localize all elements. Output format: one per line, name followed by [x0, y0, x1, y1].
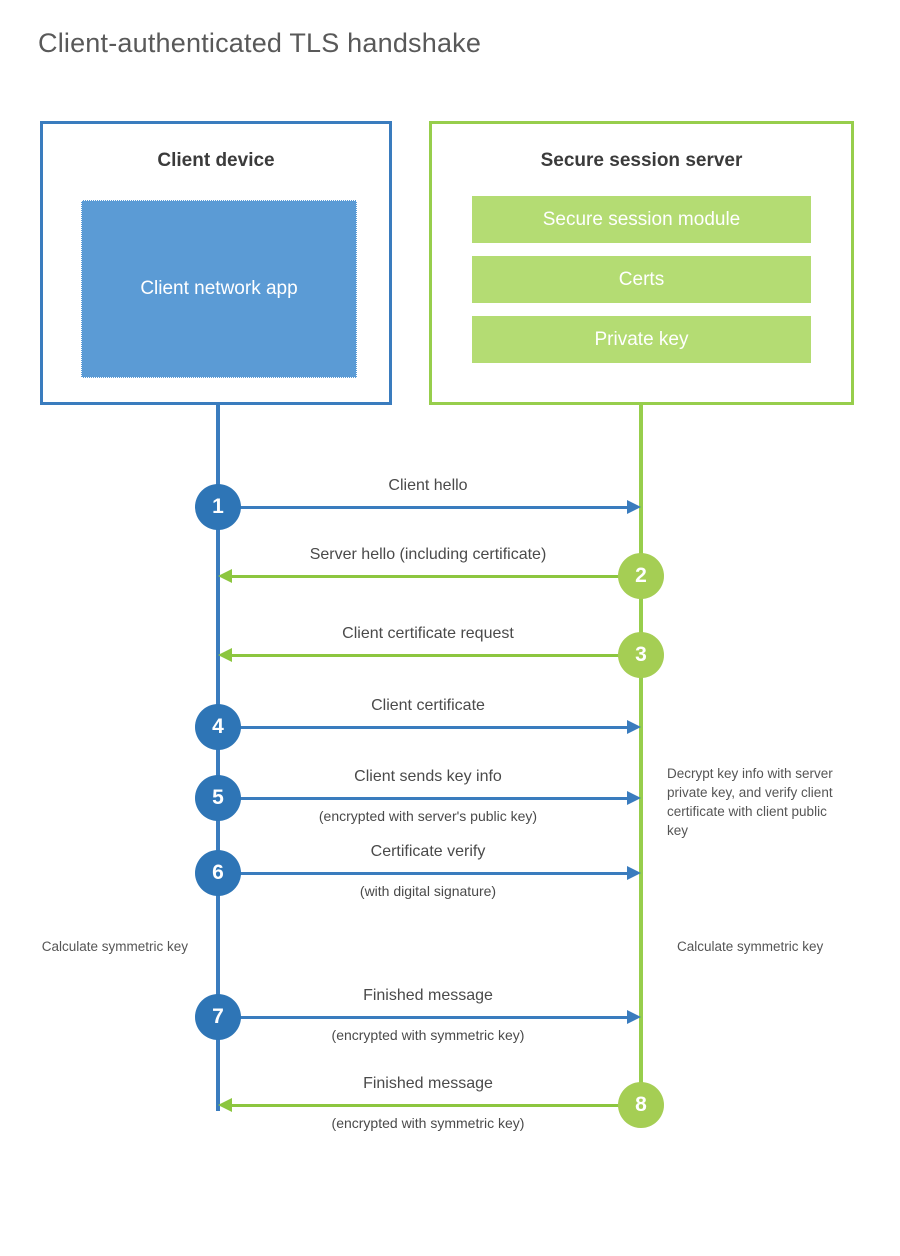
server-component-private-key: Private key	[472, 316, 811, 363]
message-label-6: Certificate verify	[370, 843, 486, 860]
message-label-2: Server hello (including certificate)	[309, 546, 547, 563]
server-component-list: Secure session module Certs Private key	[472, 196, 811, 376]
message-line-3	[232, 654, 641, 657]
server-lifeline	[639, 405, 643, 1105]
server-component-certs: Certs	[472, 256, 811, 303]
message-sublabel-6: (with digital signature)	[359, 883, 497, 899]
message-sublabel-5: (encrypted with server's public key)	[318, 808, 538, 824]
message-label-7: Finished message	[363, 987, 493, 1004]
client-network-app-block: Client network app	[81, 200, 357, 378]
message-line-7	[218, 1016, 627, 1019]
secure-session-server-title: Secure session server	[540, 150, 743, 171]
arrowhead-left-3	[218, 648, 232, 662]
message-sublabel-7: (encrypted with symmetric key)	[331, 1027, 525, 1043]
message-sublabel-8: (encrypted with symmetric key)	[331, 1115, 525, 1131]
message-label-5: Client sends key info	[354, 768, 502, 785]
message-line-8	[232, 1104, 641, 1107]
note-server-calculate-symmetric-key: Calculate symmetric key	[677, 939, 824, 954]
step-circle-1[interactable]: 1	[195, 484, 241, 530]
client-lifeline	[216, 405, 220, 1111]
message-line-1	[218, 506, 627, 509]
note-server-decrypt: Decrypt key info with server private key…	[667, 766, 833, 839]
message-line-2	[232, 575, 641, 578]
step-circle-7[interactable]: 7	[195, 994, 241, 1040]
step-circle-4[interactable]: 4	[195, 704, 241, 750]
step-circle-5[interactable]: 5	[195, 775, 241, 821]
arrowhead-right-5	[627, 791, 641, 805]
arrowhead-right-4	[627, 720, 641, 734]
note-client-calculate-symmetric-key: Calculate symmetric key	[41, 939, 188, 954]
arrowhead-right-6	[627, 866, 641, 880]
arrowhead-left-2	[218, 569, 232, 583]
client-device-title: Client device	[157, 150, 275, 171]
secure-session-server-box: Secure session server Secure session mod…	[429, 121, 854, 405]
step-circle-2[interactable]: 2	[618, 553, 664, 599]
message-line-5	[218, 797, 627, 800]
message-line-4	[218, 726, 627, 729]
arrowhead-right-7	[627, 1010, 641, 1024]
step-circle-3[interactable]: 3	[618, 632, 664, 678]
message-line-6	[218, 872, 627, 875]
step-circle-8[interactable]: 8	[618, 1082, 664, 1128]
message-label-4: Client certificate	[371, 697, 485, 714]
step-circle-6[interactable]: 6	[195, 850, 241, 896]
page-title: Client-authenticated TLS handshake	[38, 28, 482, 58]
server-component-secure-session-module: Secure session module	[472, 196, 811, 243]
message-label-3: Client certificate request	[342, 625, 514, 642]
message-label-1: Client hello	[388, 477, 468, 494]
client-device-box: Client device Client network app	[40, 121, 392, 405]
arrowhead-right-1	[627, 500, 641, 514]
arrowhead-left-8	[218, 1098, 232, 1112]
message-label-8: Finished message	[363, 1075, 493, 1092]
